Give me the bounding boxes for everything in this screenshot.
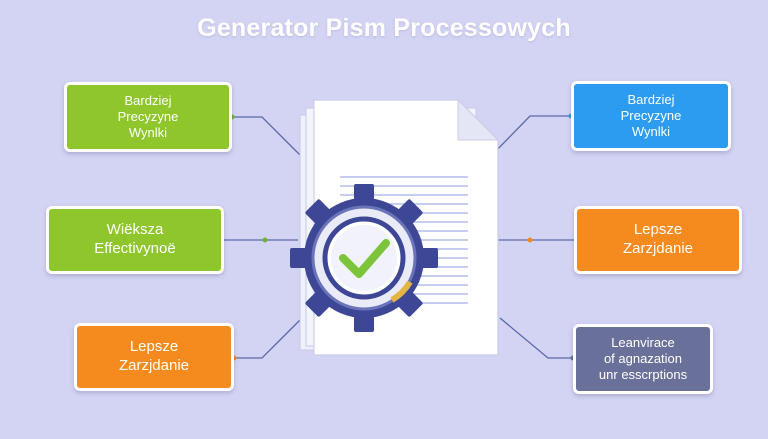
box-text-line: Precyzyne	[117, 108, 179, 124]
benefit-box-middle-right: Lepsze Zarzjdanie	[574, 206, 742, 274]
benefit-box-bottom-left: Lepsze Zarzjdanie	[74, 323, 234, 391]
connector-lines	[224, 115, 574, 359]
box-text-line: Zarzjdanie	[622, 240, 694, 257]
benefit-box-middle-left: Wiëksza Effectivynoë	[46, 206, 224, 274]
box-text-line: Lepsze	[129, 338, 179, 356]
benefit-box-top-left: Bardziej Precyzyne Wynlki	[64, 82, 232, 152]
box-text-line: of agnazation	[603, 350, 683, 366]
box-text-line: Wiëksza	[106, 221, 164, 239]
box-text-line: unr esscrptions	[598, 367, 688, 383]
connector-top-left	[232, 116, 301, 156]
box-text-line: Precyzyne	[620, 107, 682, 123]
box-text-line: Wynlki	[128, 125, 168, 141]
box-text-line: Lepsze	[633, 221, 683, 239]
box-text-line: Bardziej	[627, 91, 675, 107]
connector-top-right	[491, 115, 571, 156]
box-text-line: Wynlki	[631, 124, 671, 140]
gear-with-checkmark-icon	[290, 184, 438, 332]
benefit-box-bottom-right: Leanvirace of agnazation unr esscrptions	[573, 324, 713, 394]
box-text-line: Effectivynoë	[94, 240, 176, 257]
connector-bottom-right	[499, 317, 573, 359]
connector-bottom-left	[234, 317, 303, 359]
box-text-line: Bardziej	[124, 92, 172, 108]
benefit-box-top-right: Bardziej Precyzyne Wynlki	[571, 81, 731, 151]
box-text-line: Zarzjdanie	[118, 357, 190, 374]
box-text-line: Leanvirace	[611, 334, 675, 350]
diagram-title: Generator Pism Processowych	[197, 14, 571, 42]
